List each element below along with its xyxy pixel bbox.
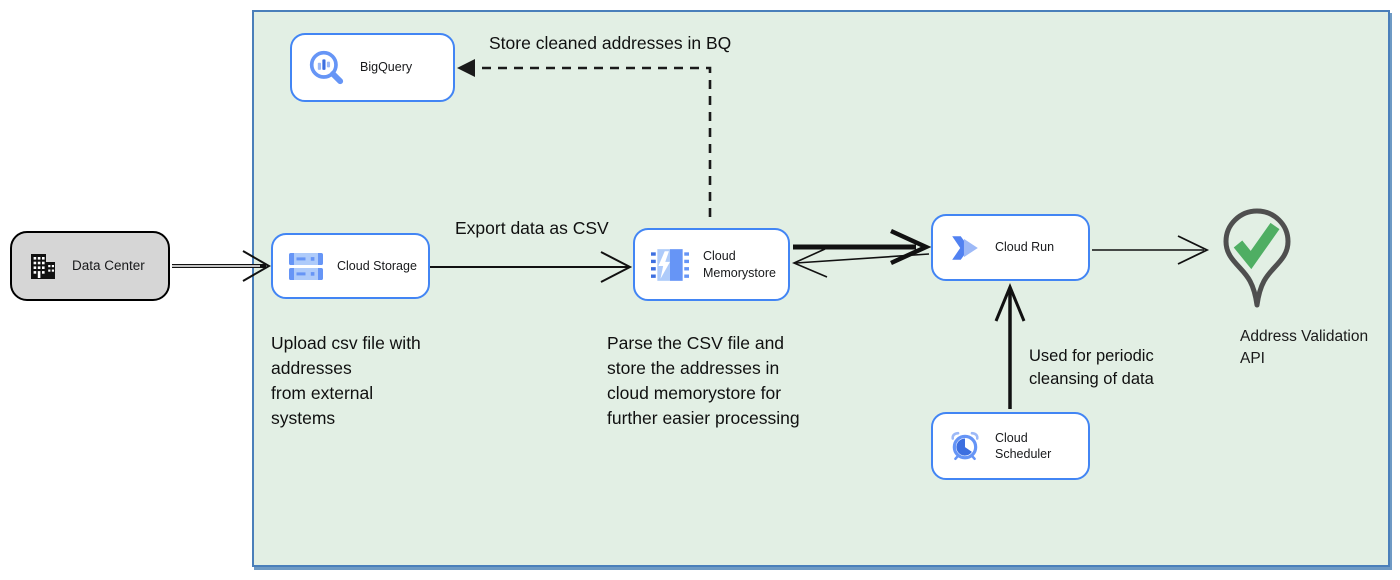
building-icon [28,251,58,281]
annotation-store-cleaned-addresses: Store cleaned addresses in BQ [489,33,732,53]
cloud-run-icon [949,234,981,262]
node-cloud-storage: Cloud Storage [271,233,430,299]
node-bigquery: BigQuery [290,33,455,102]
bigquery-icon [308,49,346,87]
gcp-boundary-zone [252,10,1390,567]
cloud-memorystore-icon [651,248,689,281]
annotation-export-data-csv: Export data as CSV [455,218,609,238]
node-label: Cloud Run [995,240,1055,255]
node-label: Data Center [72,258,145,274]
location-pin-check-icon [1221,207,1293,332]
node-cloud-scheduler: Cloud Scheduler [931,412,1090,480]
node-label: Cloud Memorystore [703,249,776,280]
cloud-scheduler-icon [949,430,981,462]
node-cloud-run: Cloud Run [931,214,1090,281]
annotation-upload-csv: Upload csv file with addresses from exte… [271,333,421,428]
node-label: BigQuery [360,60,413,75]
cloud-storage-icon [289,252,323,280]
node-data-center: Data Center [10,231,170,301]
annotation-parse-csv: Parse the CSV file and store the address… [607,333,800,428]
node-label: Cloud Storage [337,258,417,273]
address-validation-api-label: Address Validation API [1240,328,1369,367]
node-label: Cloud Scheduler [995,430,1052,461]
node-cloud-memorystore: Cloud Memorystore [633,228,790,301]
annotation-periodic-cleansing: Used for periodic cleansing of data [1029,347,1154,388]
